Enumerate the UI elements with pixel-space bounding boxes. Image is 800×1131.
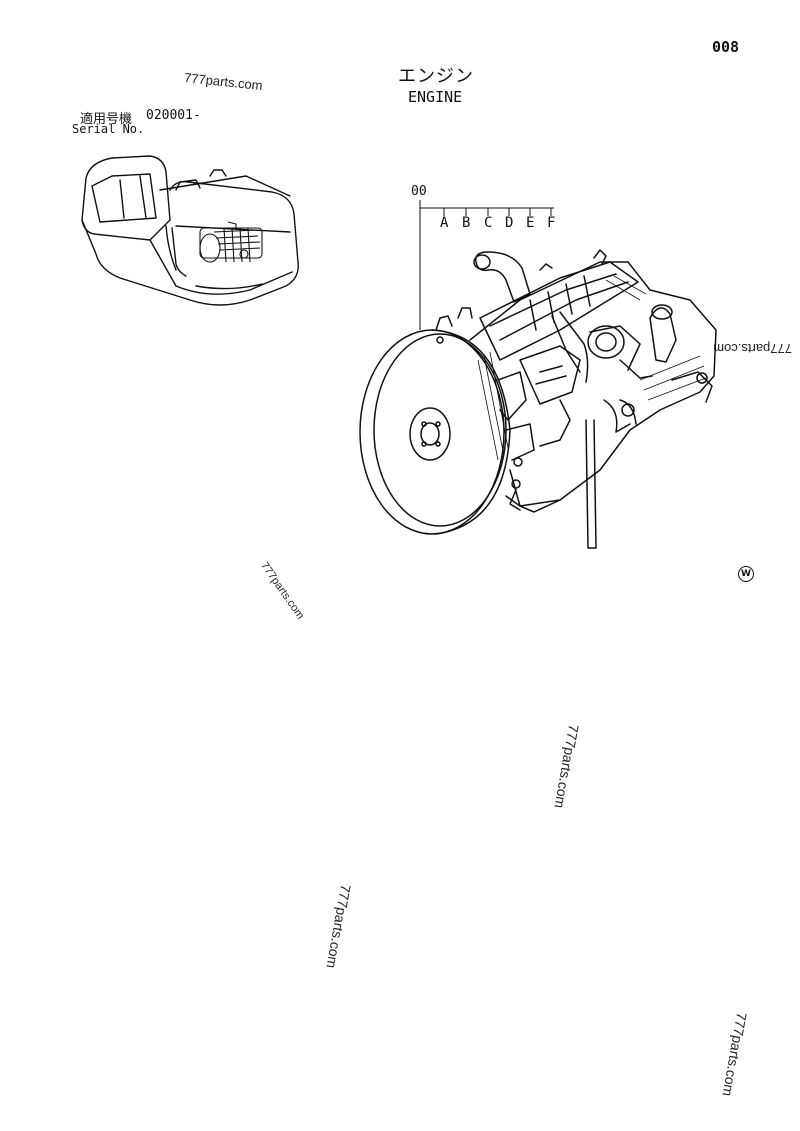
page-number: 008 (712, 38, 740, 56)
watermark: 777parts.com (258, 560, 307, 622)
callout-group-code: 00 (411, 184, 427, 199)
callout-letter-f: F (547, 215, 556, 231)
serial-number-value: 020001- (146, 108, 201, 123)
watermark: 777parts.com (719, 1011, 750, 1098)
watermark: 777parts.com (183, 70, 264, 94)
serial-label-japanese: 適用号機 (80, 112, 133, 127)
page-title-english: ENGINE (408, 88, 463, 106)
watermark: 777parts.com (323, 883, 354, 970)
callout-letter-d: D (505, 215, 514, 231)
callout-letter-b: B (462, 215, 471, 231)
page-title-japanese: エンジン (398, 66, 474, 87)
callout-letter-a: A (440, 215, 449, 231)
serial-label-english: Serial No. (72, 122, 145, 136)
watermark: 777parts.com (551, 723, 582, 810)
callout-letter-e: E (526, 215, 535, 231)
watermark: 777parts.com (713, 341, 792, 356)
symbol-w-mark: W (738, 566, 754, 582)
callout-letter-c: C (484, 215, 493, 231)
